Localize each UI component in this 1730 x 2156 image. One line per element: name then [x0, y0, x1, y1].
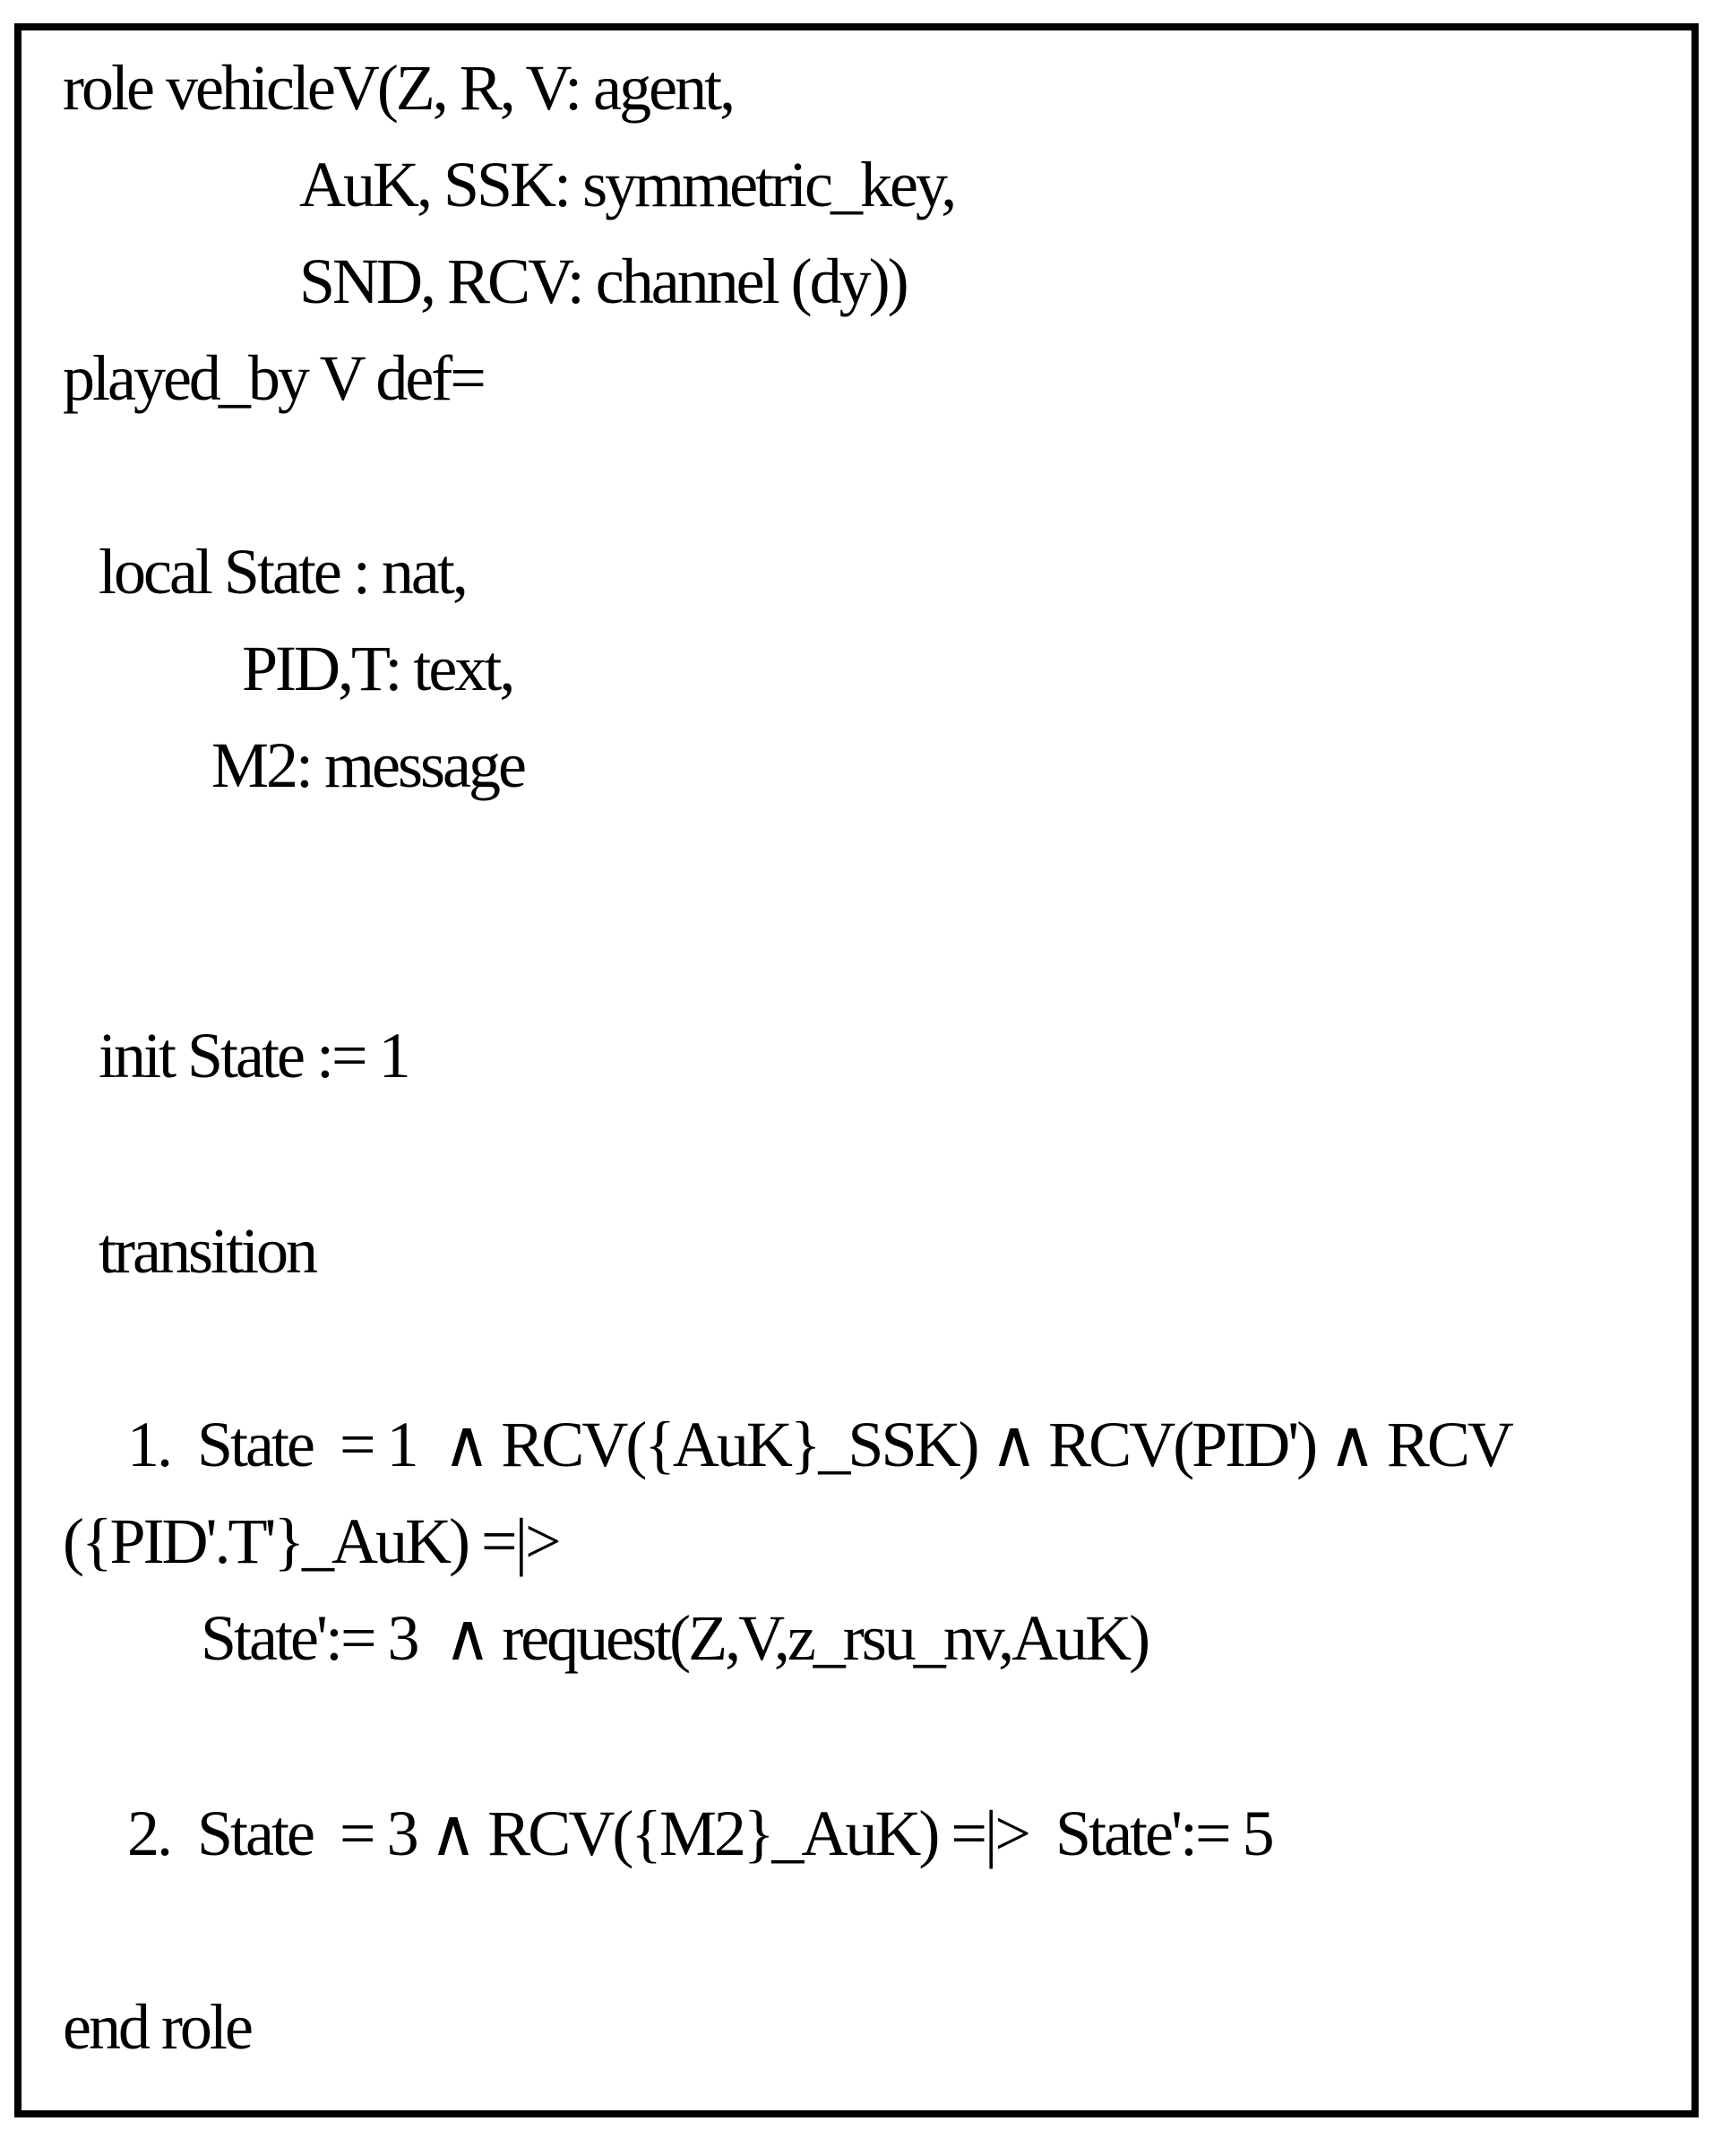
code-line-transition: transition	[99, 1215, 318, 1287]
code-line-step-1-result: State':= 3 ∧ request(Z,V,z_rsu_nv,AuK)	[201, 1602, 1150, 1674]
code-line-message: M2: message	[211, 729, 527, 801]
code-line-played-by: played_by V def=	[63, 342, 486, 414]
code-line-init: init State := 1	[99, 1020, 411, 1091]
code-line-role-header: role vehicleV(Z, R, V: agent,	[63, 52, 736, 124]
code-frame: role vehicleV(Z, R, V: agent, AuK, SSK: …	[14, 23, 1699, 2117]
code-line-end-role: end role	[63, 1991, 254, 2063]
code-line-step-1: 1. State = 1 ∧ RCV({AuK}_SSK) ∧ RCV(PID'…	[127, 1409, 1514, 1480]
code-line-keys: AuK, SSK: symmetric_key,	[299, 149, 957, 220]
code-line-local-state: local State : nat,	[99, 536, 469, 608]
code-line-step-1-cont: ({PID'.T'}_AuK) =|>	[63, 1505, 562, 1577]
code-line-channels: SND, RCV: channel (dy))	[299, 246, 909, 317]
code-line-step-2: 2. State = 3 ∧ RCV({M2}_AuK) =|> State':…	[127, 1798, 1275, 1869]
code-line-pid-text: PID,T: text,	[242, 633, 515, 704]
